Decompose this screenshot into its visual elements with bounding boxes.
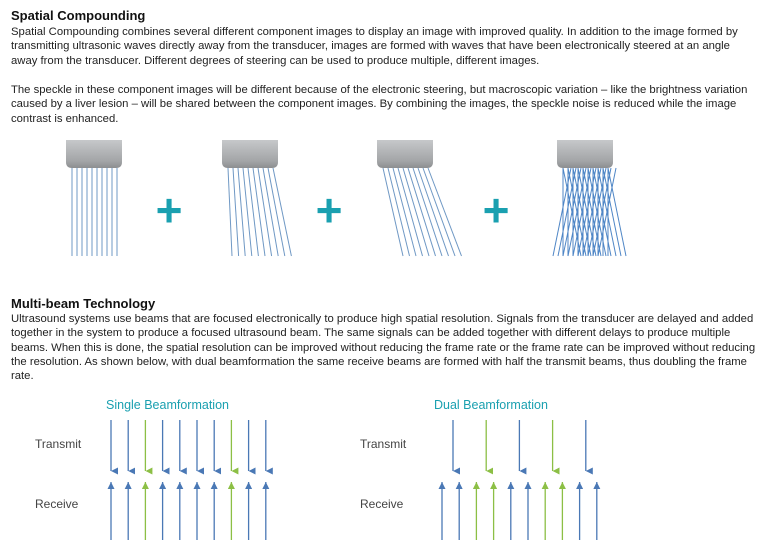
- beam-line: [597, 167, 617, 257]
- beam-line: [407, 167, 436, 257]
- beam-line: [272, 167, 292, 257]
- spatial-compounding-title: Spatial Compounding: [11, 8, 146, 23]
- transducer-compounded: [552, 140, 627, 257]
- beam-line: [382, 167, 404, 257]
- transducer-head-3: [377, 140, 433, 168]
- beam-line: [257, 167, 273, 257]
- beams-compounded: [552, 167, 627, 257]
- beam-line: [242, 167, 253, 257]
- dual-transmit-arrows: [452, 420, 593, 475]
- beamformation-diagram: Single Beamformation Transmit Receive Du…: [35, 398, 601, 540]
- single-beamformation-title: Single Beamformation: [106, 398, 229, 412]
- beam-line: [392, 167, 417, 257]
- beam-line: [267, 167, 286, 257]
- beam-line: [262, 167, 279, 257]
- single-transmit-label: Transmit: [35, 437, 82, 451]
- transducer-steered-right: [222, 140, 292, 257]
- dual-receive-label: Receive: [360, 497, 404, 511]
- beams-straight: [71, 168, 118, 256]
- spatial-compounding-diagram: + + +: [66, 140, 627, 257]
- spatial-compounding-paragraph-1: Spatial Compounding combines several dif…: [11, 26, 738, 67]
- beam-line: [237, 167, 246, 257]
- spatial-compounding-paragraph-2: The speckle in these component images wi…: [11, 84, 748, 125]
- multibeam-title: Multi-beam Technology: [11, 296, 156, 311]
- dual-beamformation-panel: Dual Beamformation Transmit Receive: [360, 398, 601, 540]
- beam-line: [427, 167, 462, 257]
- multibeam-paragraph: Ultrasound systems use beams that are fo…: [11, 313, 756, 383]
- dual-receive-arrows: [438, 482, 601, 540]
- transducer-straight: [66, 140, 122, 256]
- beam-line: [402, 167, 430, 257]
- transducer-head-4: [557, 140, 613, 168]
- single-beamformation-panel: Single Beamformation Transmit Receive: [35, 398, 273, 540]
- single-receive-label: Receive: [35, 497, 79, 511]
- beam-line: [232, 167, 240, 257]
- transducer-steered-outward: [377, 140, 462, 257]
- plus-symbol-3: +: [483, 184, 510, 236]
- transducer-head-2: [222, 140, 278, 168]
- plus-symbol-2: +: [316, 184, 343, 236]
- beams-steered-right: [227, 167, 292, 257]
- beam-line: [387, 167, 410, 257]
- dual-beamformation-title: Dual Beamformation: [434, 398, 548, 412]
- beam-line: [417, 167, 449, 257]
- beam-line: [247, 167, 259, 257]
- beam-line: [412, 167, 443, 257]
- beams-steered-outward: [382, 167, 462, 257]
- beam-line: [607, 167, 627, 257]
- plus-symbol-1: +: [156, 184, 183, 236]
- beam-line: [397, 167, 423, 257]
- single-transmit-arrows: [110, 420, 273, 475]
- beam-line: [227, 167, 233, 257]
- beam-line: [252, 167, 266, 257]
- single-receive-arrows: [107, 482, 270, 540]
- beam-line: [422, 167, 456, 257]
- dual-transmit-label: Transmit: [360, 437, 407, 451]
- transducer-head-1: [66, 140, 122, 168]
- beam-line: [602, 167, 622, 257]
